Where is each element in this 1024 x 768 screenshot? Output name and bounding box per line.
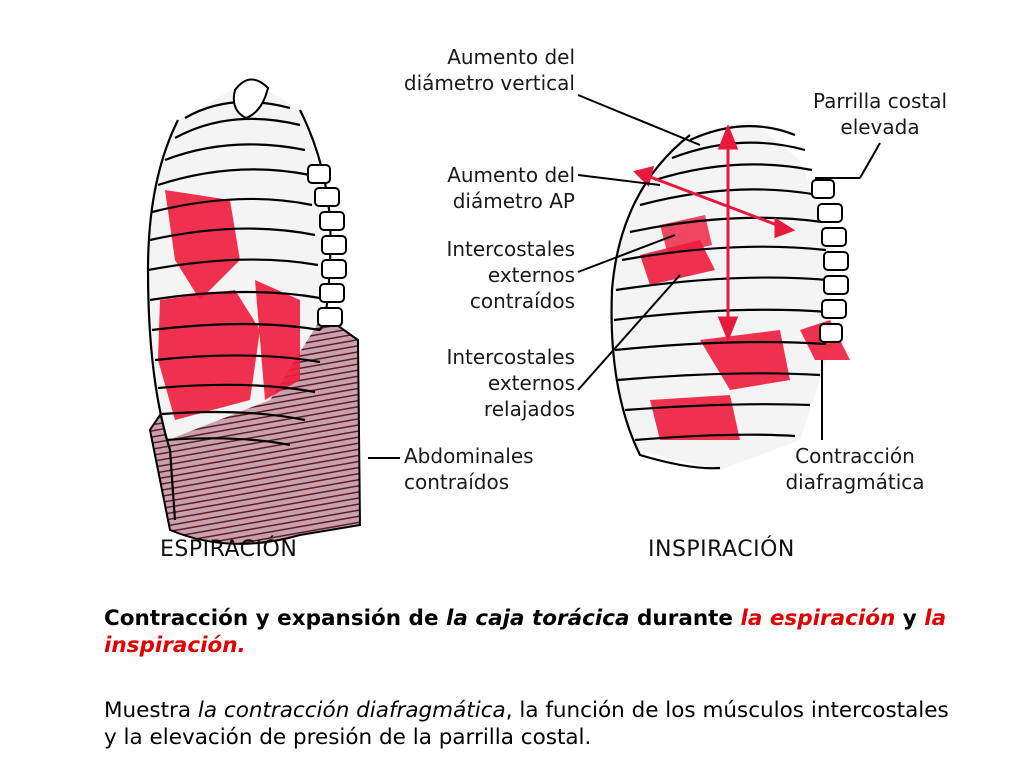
title-text-red: la inspiración. [104,606,947,658]
caption-inspiration: INSPIRACIÓN [648,537,795,562]
expansion-arrows [633,123,796,343]
inspiration-spine [811,179,849,343]
title-text-red: la espiración [740,606,896,631]
label-rib-cage-elevated: Parrilla costal elevada [790,88,970,140]
label-line: externos [487,371,575,395]
label-line: Aumento del [447,163,575,187]
label-abdominals-contracted: Abdominales contraídos [404,443,604,495]
title-text: Contracción y expansión de [104,606,447,631]
title-text: durante [629,606,741,631]
body-text: , la función de los músculos intercostal… [104,698,949,750]
expiration-spine [307,164,347,327]
intercostal-muscle-relaxed [165,190,240,300]
label-line: diámetro AP [452,189,575,213]
label-ap-diameter: Aumento del diámetro AP [360,162,575,214]
label-diaphragm-contraction: Contracción diafragmática [760,443,950,495]
inspiration-rib-cage [610,120,850,470]
label-line: Parrilla costal [812,89,948,113]
leader-lines [368,94,881,459]
label-line: Contracción [795,444,915,468]
label-line: diámetro vertical [403,71,575,95]
label-vertical-diameter: Aumento del diámetro vertical [360,44,575,96]
body-text-italic: la contracción diafragmática [197,698,506,723]
label-external-intercostals-relaxed: Intercostales externos relajados [360,344,575,422]
label-line: Abdominales [404,444,534,468]
label-line: contraídos [469,289,575,313]
label-external-intercostals-contracted: Intercostales externos contraídos [360,236,575,314]
body-text: Muestra [104,698,198,723]
label-line: diafragmática [785,470,925,494]
caption-expiration: ESPIRACIÓN [160,537,298,562]
label-line: externos [487,263,575,287]
label-line: contraídos [404,470,510,494]
intercostal-muscle-relaxed [255,280,300,400]
title-text-italic: la caja torácica [446,606,630,631]
label-line: relajados [483,397,575,421]
label-line: Aumento del [447,45,575,69]
label-line: elevada [840,115,920,139]
slide-body: Muestra la contracción diafragmática, la… [104,697,964,751]
label-line: Intercostales [446,237,575,261]
title-text: y [895,606,925,631]
expiration-rib-cage [146,78,362,545]
slide-title: Contracción y expansión de la caja torác… [104,605,964,659]
label-line: Intercostales [446,345,575,369]
intercostal-muscle-contracted [640,240,715,285]
